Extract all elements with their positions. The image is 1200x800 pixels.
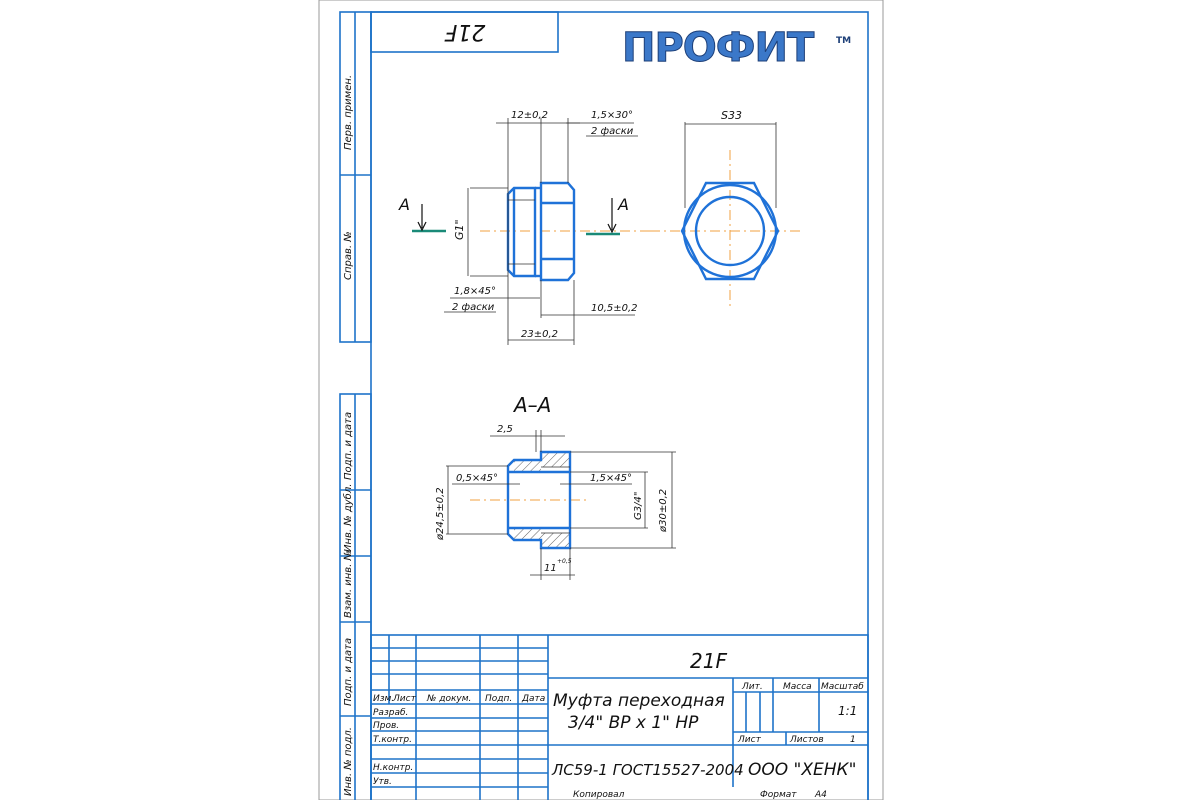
dim-thread-g1: G1" — [453, 219, 466, 240]
logo-tm: TM — [836, 36, 851, 46]
strip-inv-podl: Инв. № подл. — [343, 727, 354, 796]
role-prov: Пров. — [373, 721, 399, 731]
footer-format-value: A4 — [814, 790, 827, 800]
hdr-list: Лист — [392, 694, 417, 704]
tb-list-label: Лист — [737, 735, 762, 745]
strip-perv-primen: Перв. примен. — [343, 75, 354, 150]
cut-label-right: A — [617, 195, 629, 214]
tb-listov-value: 1 — [850, 735, 856, 745]
role-utv: Утв. — [373, 777, 392, 787]
sec-dim-g3-4: G3/4" — [633, 492, 644, 520]
strip-sprav-no: Справ. № — [343, 231, 354, 280]
role-tkontr: Т.контр. — [373, 735, 412, 745]
sec-dim-chamfer-05: 0,5×45° — [456, 473, 498, 484]
header-stamp-text: 21F — [444, 19, 485, 44]
left-strip: Перв. примен. Справ. № Подп. и дата Инв.… — [339, 11, 372, 800]
strip-inv-dubl: Инв. № дубл. — [342, 484, 354, 552]
tb-name-line2: 3/4" ВР x 1" НР — [568, 713, 699, 733]
tb-massa: Масса — [783, 682, 812, 692]
strip-podp-data-2: Подп. и дата — [343, 638, 354, 706]
dim-23: 23±0,2 — [521, 329, 558, 340]
footer-kopiroval: Копировал — [573, 790, 625, 800]
sec-dim-chamfer-15: 1,5×45° — [590, 473, 632, 484]
sec-dim-24-5: ø24,5±0,2 — [435, 487, 446, 541]
hdr-data: Дата — [521, 694, 545, 704]
dim-s33: S33 — [721, 109, 742, 122]
hdr-izm: Изм. — [373, 694, 394, 704]
section-view: А–А 2,5 0,5×45° 1,5×45° ø24,5±0,2 G3/4" — [435, 393, 676, 580]
sheet-paper — [318, 0, 884, 800]
role-nkontr: Н.контр. — [373, 763, 413, 773]
sec-dim-2-5: 2,5 — [497, 424, 513, 435]
strip-vzam-inv: Взам. инв. № — [343, 550, 354, 618]
footer-format-label: Формат — [760, 790, 797, 800]
cut-label-left: A — [398, 195, 410, 214]
sec-dim-11: 11 — [544, 563, 557, 574]
logo-text: ПРОФИТ — [622, 25, 815, 71]
sec-dim-30: ø30±0,2 — [658, 489, 669, 533]
sec-dim-11-tol: +0,5 — [557, 558, 572, 565]
title-block: Изм. Лист № докум. Подп. Дата Разраб. Пр… — [370, 634, 869, 800]
hdr-podp: Подп. — [485, 694, 512, 704]
sheet-footer: Копировал Формат A4 — [573, 790, 827, 800]
dim-chamfer-45-note: 2 фаски — [452, 302, 495, 313]
tb-scale-value: 1:1 — [838, 704, 857, 718]
hexagon-outline — [680, 181, 780, 281]
tb-name-line1: Муфта переходная — [553, 691, 725, 711]
tb-lit: Лит. — [741, 682, 763, 692]
header-stamp: 21F — [370, 11, 559, 53]
dim-10-5: 10,5±0,2 — [591, 303, 638, 314]
role-razrab: Разраб. — [373, 708, 408, 718]
tb-masshtab: Масштаб — [821, 682, 864, 692]
tb-company: ООО "ХЕНК" — [748, 760, 856, 780]
strip-podp-data-1: Подп. и дата — [343, 412, 354, 480]
dim-chamfer-30: 1,5×30° — [591, 110, 633, 121]
dim-12: 12±0,2 — [511, 110, 548, 121]
tb-material: ЛС59-1 ГОСТ15527-2004 — [551, 761, 744, 779]
section-title: А–А — [512, 393, 551, 417]
dim-chamfer-45: 1,8×45° — [454, 286, 496, 297]
brand-logo: ПРОФИТ TM — [622, 25, 852, 72]
side-view: 12±0,2 1,5×30° 2 фаски G1" 1,8×45° 2 фас… — [398, 110, 650, 345]
front-view: S33 — [650, 109, 800, 310]
tb-code: 21F — [690, 649, 727, 673]
dim-chamfer-30-note: 2 фаски — [591, 126, 634, 137]
bore-circle — [694, 195, 766, 267]
tb-listov-label: Листов — [789, 735, 824, 745]
hdr-doc: № докум. — [426, 694, 471, 704]
